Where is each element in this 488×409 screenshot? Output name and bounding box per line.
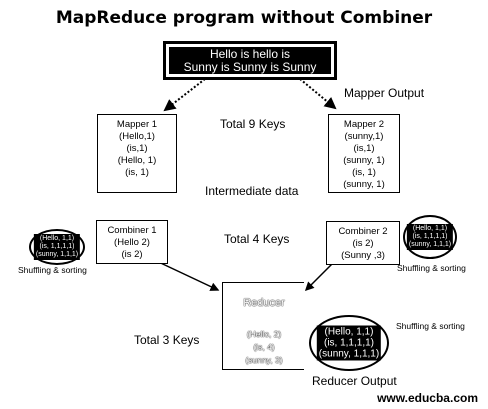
input-text-box: Hello is hello is Sunny is Sunny is Sunn… bbox=[163, 41, 337, 80]
shuffle-bottom-label: Shuffling & sorting bbox=[396, 321, 465, 331]
mapper2-line: (sunny, 1) bbox=[343, 155, 385, 166]
mapper2-line: (is,1) bbox=[353, 143, 375, 154]
combiner2-line: (Sunny ,3) bbox=[341, 250, 385, 261]
combiner1-box: Combiner 1 (Hello 2) (is 2) bbox=[96, 220, 168, 264]
left-bubble-line: (Hello, 1,1) bbox=[39, 235, 75, 242]
total-4-keys-label: Total 4 Keys bbox=[224, 232, 290, 246]
shuffle-right-label: Shuffling & sorting bbox=[397, 263, 466, 273]
mapper1-line: (is,1) bbox=[126, 143, 148, 154]
combiner1-line: (Hello 2) bbox=[114, 237, 150, 248]
shuffle-left-label: Shuffling & sorting bbox=[18, 265, 87, 275]
intermediate-data-label: Intermediate data bbox=[205, 184, 299, 198]
arrow-input-to-mapper2 bbox=[299, 78, 337, 110]
reducer-line: (sunny, 3) bbox=[245, 355, 283, 365]
mapper2-box: Mapper 2 (sunny,1) (is,1) (sunny, 1) (is… bbox=[328, 114, 400, 193]
diagram-title: MapReduce program without Combiner bbox=[55, 8, 433, 28]
mapper1-line: (is, 1) bbox=[125, 167, 149, 178]
combiner2-box: Combiner 2 (is 2) (Sunny ,3) bbox=[326, 221, 400, 265]
reducer-line: (is, 4) bbox=[253, 342, 275, 352]
reducer-bubble-line: (is, 1,1,1,1) bbox=[323, 337, 375, 349]
mapper2-title: Mapper 2 bbox=[343, 119, 385, 130]
mapper1-title: Mapper 1 bbox=[116, 119, 158, 130]
left-shuffle-bubble: (Hello, 1,1) (is, 1,1,1,1) (sunny, 1,1,1… bbox=[29, 229, 85, 265]
reducer-box: Reducer (Hello, 2) (is, 4) (sunny, 3) bbox=[222, 282, 304, 370]
right-shuffle-bubble: (Hello, 1,1) (is, 1,1,1,1) (sunny, 1,1,1… bbox=[403, 215, 457, 259]
right-bubble-line: (is, 1,1,1,1) bbox=[412, 233, 448, 240]
total-9-keys-label: Total 9 Keys bbox=[220, 117, 286, 131]
mapper-output-label: Mapper Output bbox=[344, 86, 425, 100]
reducer-shuffle-bubble: (Hello, 1,1) (is, 1,1,1,1) (sunny, 1,1,1… bbox=[309, 315, 389, 371]
reducer-bubble-line: (Hello, 1,1) bbox=[324, 326, 374, 338]
combiner2-title: Combiner 2 bbox=[338, 226, 388, 237]
input-line-1: Hello is hello is bbox=[209, 47, 291, 61]
combiner1-line: (is 2) bbox=[121, 249, 143, 260]
input-line-2: Sunny is Sunny is Sunny bbox=[183, 60, 317, 74]
mapper1-line: (Hello, 1) bbox=[117, 155, 157, 166]
mapper1-box: Mapper 1 (Hello,1) (is,1) (Hello, 1) (is… bbox=[97, 114, 177, 193]
reducer-output-label: Reducer Output bbox=[312, 374, 397, 388]
reducer-title: Reducer bbox=[243, 297, 285, 309]
right-bubble-line: (Hello, 1,1) bbox=[412, 225, 448, 232]
combiner1-title: Combiner 1 bbox=[107, 225, 157, 236]
left-bubble-line: (is, 1,1,1,1) bbox=[39, 243, 75, 250]
right-bubble-line: (sunny, 1,1,1) bbox=[408, 241, 452, 248]
mapper2-line: (is, 1) bbox=[352, 167, 376, 178]
total-3-keys-label: Total 3 Keys bbox=[134, 333, 200, 347]
left-bubble-line: (sunny, 1,1,1) bbox=[35, 251, 79, 258]
watermark: www.educba.com bbox=[377, 391, 478, 405]
mapper2-line: (sunny, 1) bbox=[343, 179, 385, 190]
mapper1-line: (Hello,1) bbox=[119, 131, 155, 142]
combiner2-line: (is 2) bbox=[352, 238, 374, 249]
reducer-bubble-line: (sunny, 1,1,1) bbox=[318, 348, 380, 360]
mapper2-line: (sunny,1) bbox=[344, 131, 384, 142]
arrow-input-to-mapper1 bbox=[163, 78, 206, 112]
reducer-line: (Hello, 2) bbox=[246, 329, 282, 339]
